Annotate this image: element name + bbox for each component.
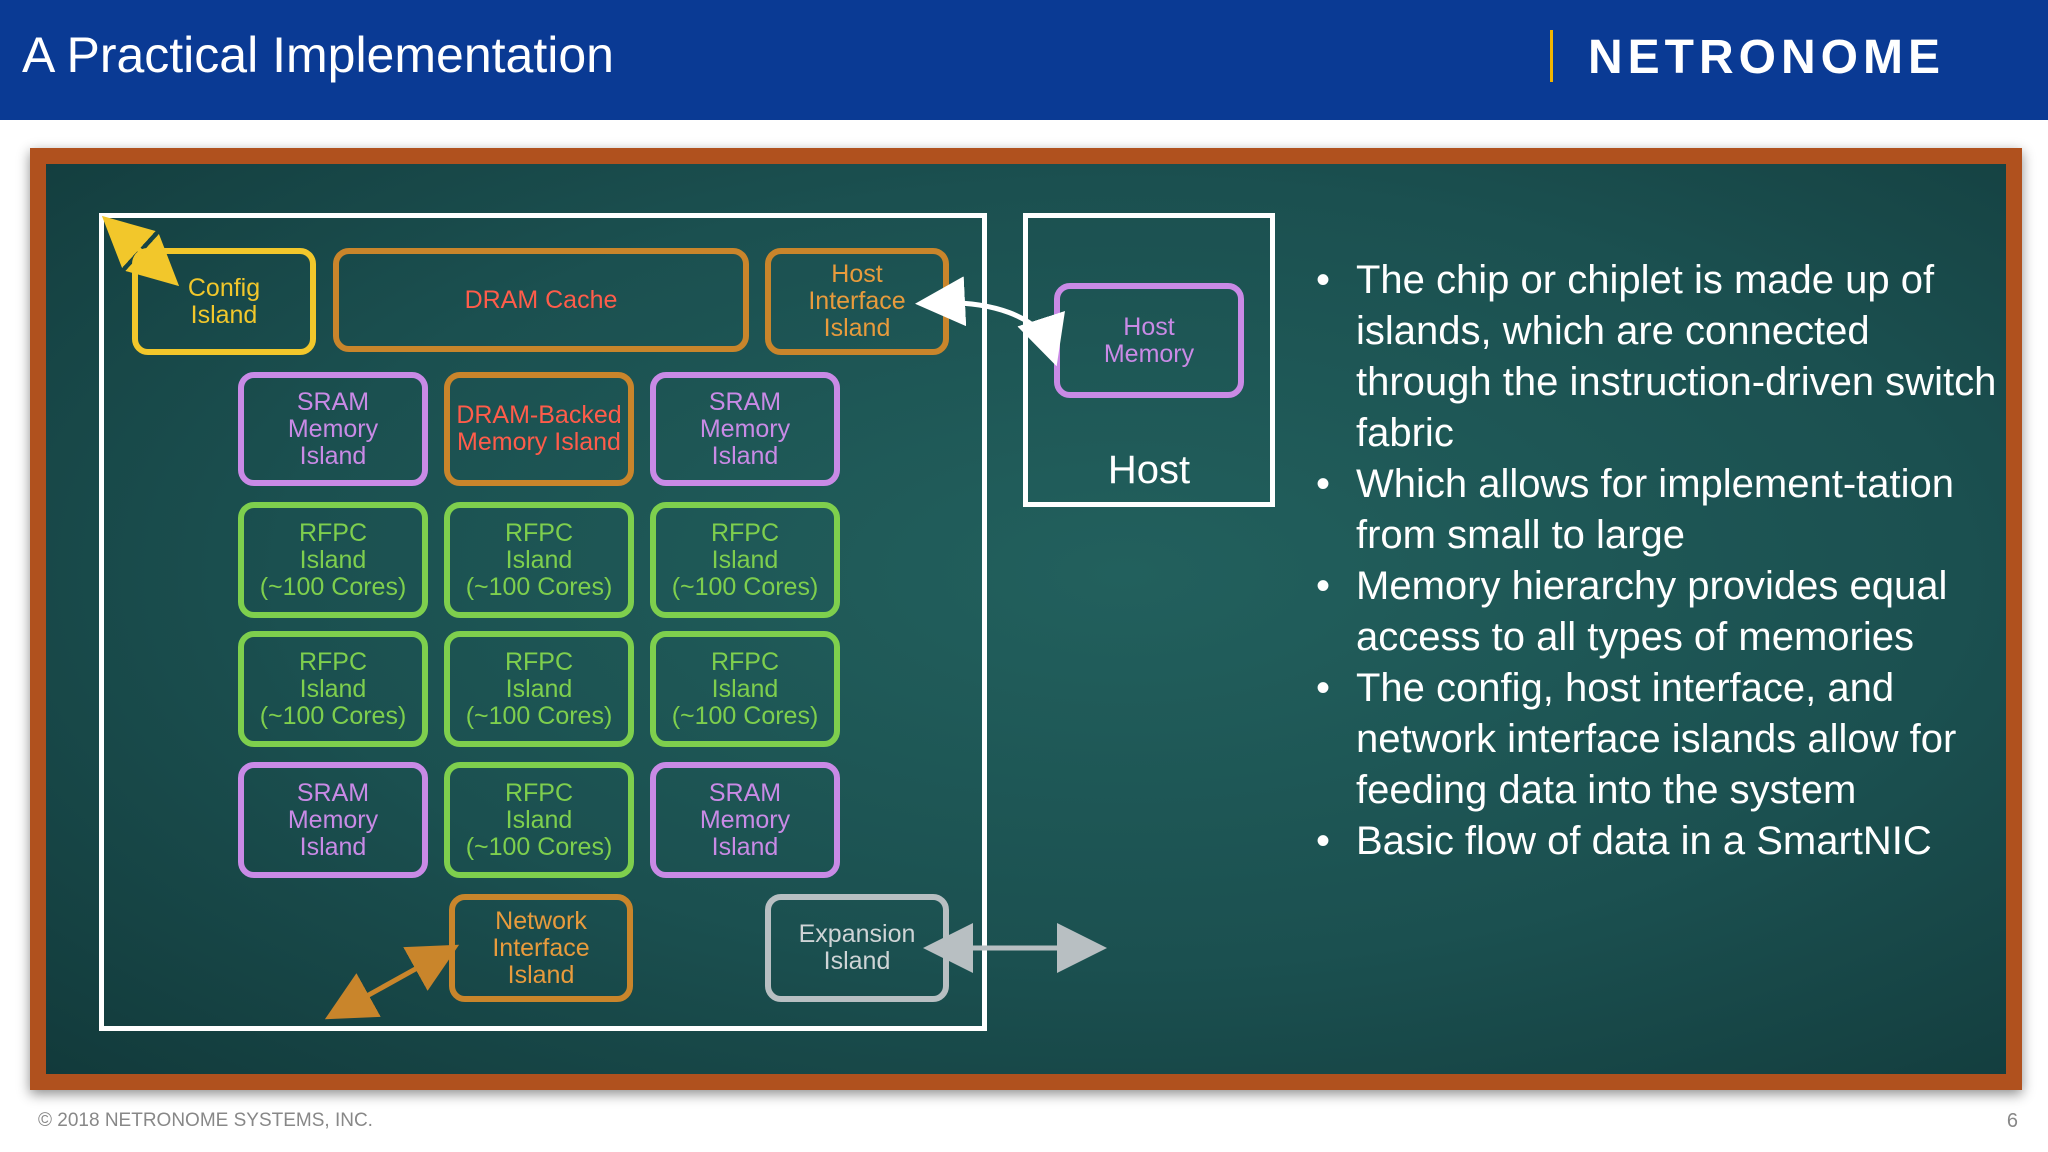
sram-memory-island-2: SRAM Memory Island bbox=[650, 372, 840, 486]
rfpc-island-2: RFPC Island (~100 Cores) bbox=[444, 502, 634, 618]
netronome-logo: NETRONOME bbox=[1588, 31, 1945, 84]
dram-backed-memory-island: DRAM-Backed Memory Island bbox=[444, 372, 634, 486]
bullet-item: The config, host interface, and network … bbox=[1316, 663, 2006, 816]
rfpc-island-1: RFPC Island (~100 Cores) bbox=[238, 502, 428, 618]
bullet-item: The chip or chiplet is made up of island… bbox=[1316, 255, 2006, 459]
logo-separator bbox=[1550, 30, 1553, 82]
host-interface-arrow bbox=[915, 276, 1065, 367]
rfpc-island-6: RFPC Island (~100 Cores) bbox=[650, 631, 840, 747]
header-bar: A Practical Implementation NETRONOME bbox=[0, 0, 2048, 120]
slide-title: A Practical Implementation bbox=[22, 27, 614, 83]
bullet-list: The chip or chiplet is made up of island… bbox=[1316, 255, 2006, 867]
copyright-notice: © 2018 NETRONOME SYSTEMS, INC. bbox=[38, 1110, 373, 1131]
host-memory: Host Memory bbox=[1054, 283, 1244, 398]
page-number: 6 bbox=[2006, 1110, 2018, 1132]
sram-memory-island-4: SRAM Memory Island bbox=[650, 762, 840, 878]
network-interface-arrow bbox=[324, 944, 460, 1020]
rfpc-island-7: RFPC Island (~100 Cores) bbox=[444, 762, 634, 878]
rfpc-island-4: RFPC Island (~100 Cores) bbox=[238, 631, 428, 747]
host-interface-island: Host Interface Island bbox=[765, 248, 949, 355]
config-arrow bbox=[101, 215, 180, 287]
sram-memory-island-3: SRAM Memory Island bbox=[238, 762, 428, 878]
bullet-item: Basic flow of data in a SmartNIC bbox=[1316, 816, 2006, 867]
rfpc-island-3: RFPC Island (~100 Cores) bbox=[650, 502, 840, 618]
chip-boundary bbox=[99, 213, 987, 1031]
network-interface-island: Network Interface Island bbox=[449, 894, 633, 1002]
sram-memory-island-1: SRAM Memory Island bbox=[238, 372, 428, 486]
rfpc-island-5: RFPC Island (~100 Cores) bbox=[444, 631, 634, 747]
bullet-item: Memory hierarchy provides equal access t… bbox=[1316, 561, 2006, 663]
bullet-item: Which allows for implement-tation from s… bbox=[1316, 459, 2006, 561]
dram-cache-island: DRAM Cache bbox=[333, 248, 749, 352]
host-label: Host bbox=[1107, 448, 1191, 492]
config-island: Config Island bbox=[132, 248, 316, 355]
